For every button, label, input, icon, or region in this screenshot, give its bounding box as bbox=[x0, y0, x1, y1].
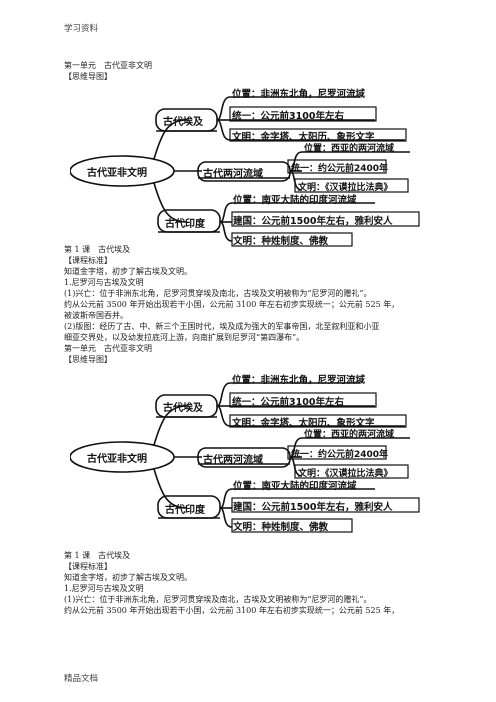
mind-map-connectors bbox=[70, 96, 420, 247]
egypt-location: 位置：非洲东北角，尼罗河流域 bbox=[232, 89, 366, 100]
point-heading: 1.尼罗河与古埃及文明 bbox=[64, 278, 144, 287]
mindmap-center: 古代亚非文明 bbox=[87, 168, 147, 179]
page-footer: 精品文档 bbox=[64, 674, 99, 684]
standard-text: 知道金字塔，初步了解古埃及文明。 bbox=[64, 267, 192, 276]
branch-egypt-2: 古代埃及 bbox=[163, 403, 203, 414]
para2-line1: (2)版图：经历了古、中、新三个王国时代，埃及成为强大的军事帝国，北至叙利亚和小… bbox=[64, 322, 380, 331]
branch-mesopotamia-2: 古代两河流域 bbox=[203, 455, 263, 466]
mesopotamia-location-2: 位置：西亚的两河流域 bbox=[304, 430, 395, 440]
egypt-unification: 统一：公元前3100年左右 bbox=[232, 111, 344, 122]
mind-map-2-connectors bbox=[70, 382, 420, 533]
mind-map-2: 古代亚非文明 古代埃及 古代两河流域 古代印度 位置：非洲东北角，尼罗河流域 统… bbox=[70, 368, 430, 543]
mindmap-label-2: 【思维导图】 bbox=[64, 355, 112, 364]
india-founding-2: 建国：公元前1500年左右，雅利安人 bbox=[233, 502, 393, 513]
india-civilization-2: 文明：种姓制度、佛教 bbox=[233, 522, 329, 533]
india-location: 位置：南亚大陆的印度河流域 bbox=[233, 195, 357, 206]
egypt-unification-2: 统一：公元前3100年左右 bbox=[232, 397, 344, 408]
lesson-title-2: 第 1 课 古代埃及 bbox=[64, 551, 131, 560]
mind-map: 古代亚非文明 古代埃及 古代两河流域 古代印度 位置：非洲东北角，尼罗河流域 统… bbox=[70, 82, 430, 257]
mesopotamia-unification-2: 统一：约公元前2400年 bbox=[291, 450, 389, 460]
mesopotamia-civilization-2: 文明：《汉谟拉比法典》 bbox=[298, 469, 393, 479]
standard-text-2: 知道金字塔，初步了解古埃及文明。 bbox=[64, 573, 192, 582]
para1-line3: 被波斯帝国吞并。 bbox=[64, 311, 128, 320]
para2-line2: 细亚交界处，以及幼发拉底河上游，向南扩展到尼罗河“第四瀑布”。 bbox=[64, 333, 305, 342]
unit-title-2: 第一单元 古代亚非文明 bbox=[64, 344, 152, 353]
para1-line2-2: 约从公元前 3500 年开始出现若干小国，公元前 3100 年左右初步实现统一；… bbox=[64, 606, 400, 615]
mesopotamia-civilization: 文明：《汉谟拉比法典》 bbox=[298, 183, 393, 193]
lesson-title: 第 1 课 古代埃及 bbox=[64, 245, 131, 254]
mesopotamia-unification: 统一：约公元前2400年 bbox=[291, 164, 389, 174]
standard-label: 【课程标准】 bbox=[64, 256, 112, 265]
branch-india: 古代印度 bbox=[165, 219, 205, 230]
india-location-2: 位置：南亚大陆的印度河流域 bbox=[233, 481, 357, 492]
point-heading-2: 1.尼罗河与古埃及文明 bbox=[64, 584, 144, 593]
branch-mesopotamia: 古代两河流域 bbox=[203, 169, 263, 180]
para1-line1: (1)兴亡：位于非洲东北角，尼罗河贯穿埃及南北，古埃及文明被称为“尼罗河的赠礼”… bbox=[64, 289, 372, 298]
branch-egypt: 古代埃及 bbox=[163, 117, 203, 128]
para1-line1-2: (1)兴亡：位于非洲东北角，尼罗河贯穿埃及南北，古埃及文明被称为“尼罗河的赠礼”… bbox=[64, 595, 372, 604]
page-header: 学习资料 bbox=[64, 24, 99, 34]
india-founding: 建国：公元前1500年左右，雅利安人 bbox=[233, 216, 393, 227]
mesopotamia-location: 位置：西亚的两河流域 bbox=[304, 144, 395, 154]
egypt-civilization: 文明：金字塔、太阳历、象形文字 bbox=[232, 132, 375, 143]
branch-india-2: 古代印度 bbox=[165, 505, 205, 516]
egypt-civilization-2: 文明：金字塔、太阳历、象形文字 bbox=[232, 418, 375, 429]
mindmap-label: 【思维导图】 bbox=[64, 72, 112, 81]
standard-label-2: 【课程标准】 bbox=[64, 562, 112, 571]
egypt-location-2: 位置：非洲东北角，尼罗河流域 bbox=[232, 375, 366, 386]
india-civilization: 文明：种姓制度、佛教 bbox=[233, 236, 329, 247]
unit-title: 第一单元 古代亚非文明 bbox=[64, 61, 152, 70]
para1-line2: 约从公元前 3500 年开始出现若干小国，公元前 3100 年左右初步实现统一；… bbox=[64, 300, 400, 309]
mindmap-center-2: 古代亚非文明 bbox=[87, 454, 147, 465]
